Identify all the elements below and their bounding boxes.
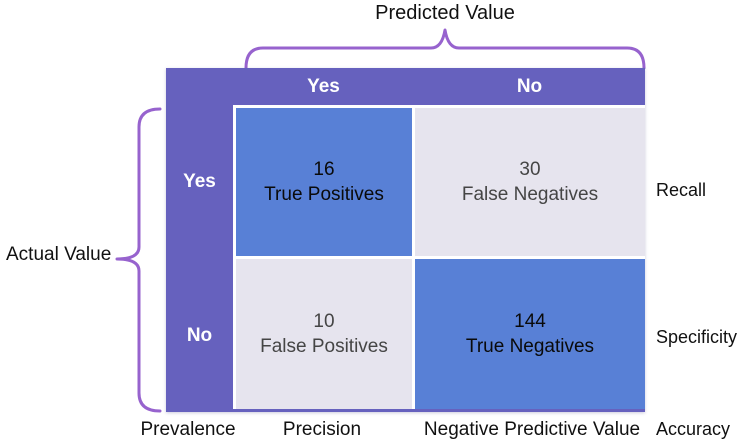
accuracy-label: Accuracy	[656, 419, 731, 439]
negative-predictive-value-label: Negative Predictive Value	[423, 419, 641, 440]
true-positives-count: 16	[313, 158, 335, 180]
recall-label: Recall	[656, 180, 707, 200]
cell-true-negatives: 144 True Negatives	[415, 259, 645, 409]
precision-label: Precision	[282, 419, 362, 440]
specificity-label: Specificity	[656, 327, 738, 347]
row-header-no: No	[186, 324, 213, 346]
prevalence-label: Prevalence	[140, 419, 236, 440]
false-negatives-label: False Negatives	[461, 184, 599, 205]
false-negatives-count: 30	[519, 158, 541, 180]
left-brace-icon	[115, 107, 162, 413]
predicted-value-label: Predicted Value	[375, 2, 515, 24]
column-header-yes: Yes	[307, 75, 340, 97]
true-negatives-count: 144	[514, 310, 546, 332]
false-positives-count: 10	[313, 310, 335, 332]
false-positives-label: False Positives	[260, 336, 388, 357]
true-positives-label: True Positives	[264, 184, 384, 205]
actual-value-label: Actual Value	[6, 244, 112, 265]
cell-false-positives: 10 False Positives	[236, 259, 412, 409]
true-negatives-label: True Negatives	[465, 336, 595, 357]
cell-true-positives: 16 True Positives	[236, 108, 412, 256]
top-brace-icon	[244, 28, 646, 70]
matrix-frame: Yes No Yes No 16 True Positives 30 False…	[166, 68, 645, 412]
row-header-yes: Yes	[183, 171, 216, 192]
cell-false-negatives: 30 False Negatives	[415, 108, 645, 256]
matrix-cells: 16 True Positives 30 False Negatives 10 …	[233, 105, 645, 409]
column-header-no: No	[516, 75, 543, 97]
